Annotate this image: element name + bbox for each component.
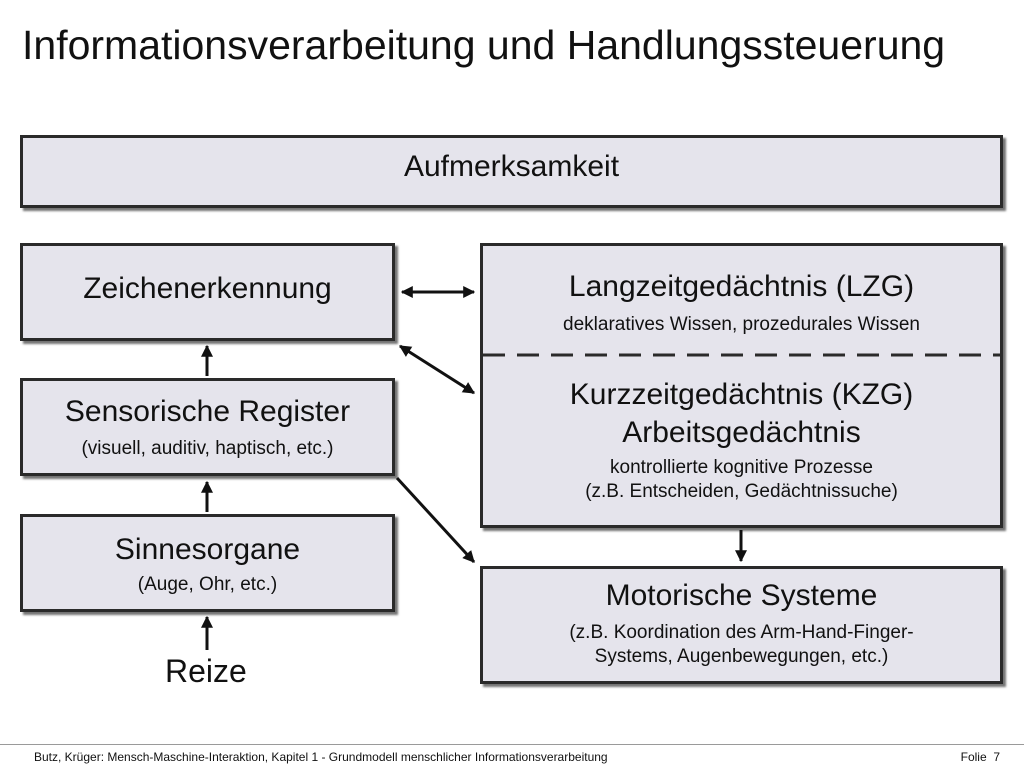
arrow-sensory-register-to-motor xyxy=(395,476,476,564)
ltm-sub: deklaratives Wissen, prozedurales Wissen xyxy=(563,314,920,335)
memory-box: Langzeitgedächtnis (LZG) deklaratives Wi… xyxy=(480,243,1003,528)
arrow-zeichenerkennung-stm xyxy=(398,344,476,395)
footer-divider xyxy=(0,744,1024,745)
stm-sub-line1: kontrollierte kognitive Prozesse xyxy=(610,457,873,478)
stimuli-label: Reize xyxy=(165,653,247,689)
zeichenerkennung-box: Zeichenerkennung xyxy=(20,243,395,341)
sensory-register-label: Sensorische Register xyxy=(64,395,351,428)
sensory-register-sub: (visuell, auditiv, haptisch, etc.) xyxy=(81,438,334,459)
slide-number: Folie 7 xyxy=(961,750,1000,764)
attention-label: Aufmerksamkeit xyxy=(403,150,620,183)
sensory-register-box: Sensorische Register (visuell, auditiv, … xyxy=(20,378,395,476)
stm-label: Kurzzeitgedächtnis (KZG) Arbeitsgedächtn… xyxy=(483,376,1000,452)
ltm-label: Langzeitgedächtnis (LZG) xyxy=(568,270,915,303)
motor-systems-sub: (z.B. Koordination des Arm-Hand-Finger- … xyxy=(483,621,1000,669)
stm-sub-line2: (z.B. Entscheiden, Gedächtnissuche) xyxy=(585,481,898,502)
sense-organs-label: Sinnesorgane xyxy=(114,533,301,566)
slide-number-value: 7 xyxy=(993,750,1000,764)
attention-box: Aufmerksamkeit xyxy=(20,135,1003,208)
sense-organs-box: Sinnesorgane (Auge, Ohr, etc.) xyxy=(20,514,395,612)
stm-label-line2: Arbeitsgedächtnis xyxy=(622,416,861,449)
motor-systems-box: Motorische Systeme (z.B. Koordination de… xyxy=(480,566,1003,684)
slide-label: Folie xyxy=(960,750,987,764)
stm-label-line1: Kurzzeitgedächtnis (KZG) xyxy=(569,378,914,411)
motor-systems-sub-line2: Systems, Augenbewegungen, etc.) xyxy=(594,646,889,667)
motor-systems-label: Motorische Systeme xyxy=(605,579,878,612)
zeichenerkennung-label: Zeichenerkennung xyxy=(83,272,332,305)
stm-sub: kontrollierte kognitive Prozesse (z.B. E… xyxy=(483,456,1000,504)
slide-title: Informationsverarbeitung und Handlungsst… xyxy=(22,22,946,68)
motor-systems-sub-line1: (z.B. Koordination des Arm-Hand-Finger- xyxy=(569,622,914,643)
footer-citation: Butz, Krüger: Mensch-Maschine-Interaktio… xyxy=(34,750,608,764)
sense-organs-sub: (Auge, Ohr, etc.) xyxy=(137,574,278,595)
